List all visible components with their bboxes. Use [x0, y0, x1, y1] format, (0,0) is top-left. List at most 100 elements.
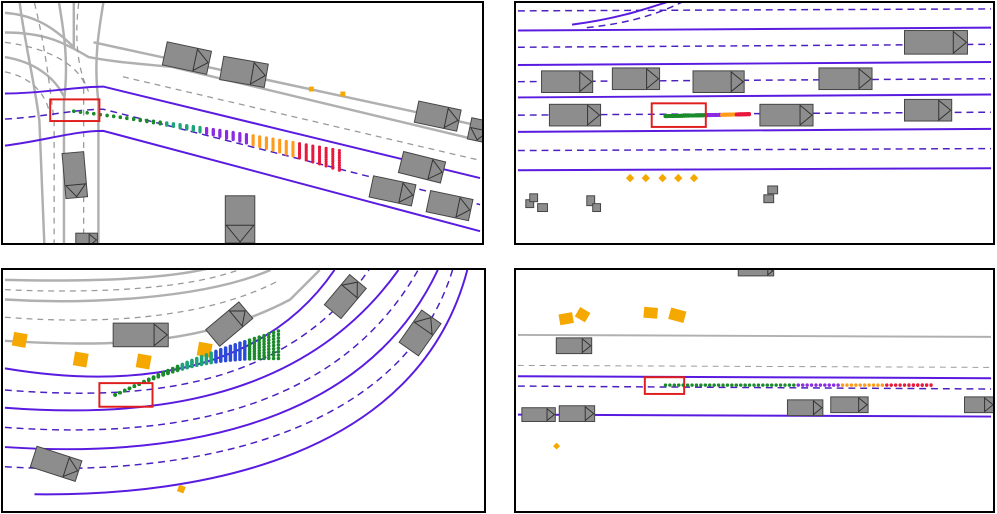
vehicle: [759, 103, 814, 127]
trajectory-point: [663, 383, 668, 387]
trajectory-point: [324, 153, 328, 157]
trajectory-point: [324, 155, 328, 159]
pedestrian: [196, 341, 213, 358]
trajectory-point: [832, 383, 836, 387]
pedestrians: [625, 173, 699, 183]
trajectory-point: [118, 115, 122, 120]
trajectory-point: [317, 162, 322, 166]
trajectory-point: [125, 117, 129, 121]
trajectory-point: [324, 162, 328, 166]
trajectory-point: [211, 133, 215, 137]
trajectory-point: [132, 384, 137, 389]
vehicle-heading-marker: [192, 48, 209, 72]
ego-vehicle-box: [643, 376, 686, 395]
trajectory-point: [739, 383, 743, 387]
trajectory-point: [218, 134, 222, 138]
pedestrian: [641, 173, 650, 183]
vehicle: [767, 185, 779, 195]
trajectory-point: [337, 161, 341, 165]
trajectory-point: [271, 350, 276, 354]
road-edges: [4, 3, 481, 243]
trajectory-point: [823, 383, 827, 387]
vehicle-heading-marker: [579, 70, 593, 93]
trajectory-point: [743, 383, 747, 387]
vehicle: [521, 407, 556, 422]
trajectory-point: [805, 383, 809, 387]
trajectory-point: [165, 123, 169, 127]
vehicle-heading-marker: [455, 196, 471, 218]
scene-top-right-map: [517, 3, 992, 213]
trajectory-point: [178, 126, 182, 130]
trajectory-point: [809, 383, 814, 387]
trajectory-point: [244, 141, 249, 145]
vehicle: [75, 232, 98, 243]
trajectory-point: [699, 383, 703, 387]
vehicle-heading-marker: [858, 67, 872, 90]
trajectory-point: [686, 383, 690, 387]
vehicle-heading-marker: [581, 337, 592, 354]
trajectory-point: [324, 148, 328, 153]
pedestrians: [308, 86, 346, 97]
trajectory-point: [252, 341, 257, 346]
trajectory-point: [337, 148, 341, 153]
vehicle-heading-marker: [153, 323, 169, 347]
trajectory-point: [267, 338, 271, 342]
trajectory-point: [331, 166, 335, 170]
pedestrian: [574, 307, 591, 323]
trajectory-point: [836, 383, 840, 387]
trajectory-point: [214, 360, 218, 364]
trajectory-point: [712, 383, 716, 387]
vehicle: [786, 399, 824, 417]
trajectory-point: [778, 383, 783, 387]
trajectory-point: [774, 383, 778, 387]
trajectory-point: [801, 383, 805, 387]
vehicle: [413, 100, 462, 132]
trajectory-point: [880, 383, 884, 387]
trajectory-point: [123, 388, 127, 393]
vehicle-heading-marker: [398, 181, 414, 204]
pedestrian: [340, 91, 346, 97]
trajectory-point: [929, 383, 933, 387]
scene-bottom-left-map: [4, 270, 469, 496]
trajectory-point: [337, 158, 341, 162]
trajectory-point: [252, 339, 257, 343]
trajectory-point: [324, 146, 328, 150]
crosswalk-lines: [517, 364, 992, 368]
trajectory-point: [113, 393, 117, 397]
trajectory-point: [257, 348, 262, 353]
vehicle: [29, 445, 83, 482]
trajectory-point: [902, 383, 907, 387]
trajectory-point: [331, 154, 335, 159]
trajectory-point: [756, 383, 761, 387]
vehicle-heading-marker: [587, 104, 601, 127]
trajectory-point: [112, 115, 116, 119]
trajectory-point: [876, 383, 880, 387]
trajectory-point: [238, 139, 242, 143]
trajectory-point: [247, 357, 252, 361]
vehicles: [525, 30, 968, 213]
trajectory-point: [271, 334, 276, 338]
vehicle-heading-marker: [730, 70, 744, 93]
trajectory-point: [858, 383, 862, 387]
pedestrian: [176, 484, 186, 494]
trajectory-point: [276, 336, 281, 340]
trajectory-point: [708, 383, 712, 387]
trajectory-point: [734, 383, 738, 387]
trajectory-point: [317, 151, 322, 155]
trajectory-point: [198, 130, 202, 134]
trajectory-point: [251, 143, 255, 147]
trajectory-point: [291, 154, 295, 158]
trajectory-point: [195, 363, 199, 368]
vehicle: [592, 203, 602, 213]
vehicle-heading-marker: [812, 399, 823, 416]
trajectory-point: [138, 119, 142, 123]
vehicle-heading-marker: [799, 104, 813, 127]
trajectory-point: [185, 127, 189, 131]
trajectory-point: [814, 383, 818, 387]
vehicle-heading-marker: [546, 407, 556, 422]
trajectory-point: [840, 383, 845, 387]
scene-bottom-right-map: [517, 270, 993, 450]
vehicle-heading-marker: [413, 317, 433, 336]
trajectory-point: [324, 164, 328, 168]
vehicle-heading-marker: [427, 158, 443, 180]
